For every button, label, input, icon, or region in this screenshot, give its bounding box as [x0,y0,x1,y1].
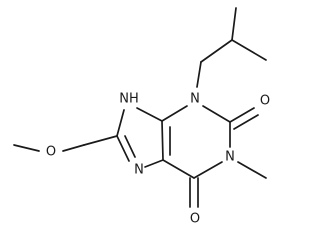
bond-ch-ch3b [231,39,267,61]
bond-c6-c5 [162,159,195,179]
atom-n9: NH [119,92,139,107]
bond-ch2-o [62,144,85,152]
atom-n7: N [134,163,144,178]
bond-n9-c8 [116,109,125,137]
bond-c4-n3 [161,105,188,122]
bond-c8-n7-b [124,135,136,158]
bond-c4-n9 [136,107,163,122]
bond-c8-ch2 [83,135,118,146]
bond-o-ch3 [13,144,40,152]
bond-ch-ch2 [200,39,233,63]
bond-c2-o2-a [229,107,255,123]
atom-n1: N [225,150,235,165]
atom-o-ether: O [46,145,56,160]
bonds [13,7,267,208]
bond-n1-c6 [193,161,223,179]
bond-n7-c5 [144,159,164,168]
atom-o6: O [190,212,200,227]
atom-o2: O [260,94,270,109]
bond-c2-o2-b [233,114,259,130]
atom-n3: N [190,92,200,107]
bond-ch2-n3 [196,61,202,88]
bond-c8-n7-a [116,135,130,162]
bond-n3-c2 [202,105,231,123]
chemical-structure: N N O O NH N O [13,7,270,227]
bond-c5-c4 [161,120,164,161]
bond-n1-ch3 [237,161,267,179]
atom-labels: N N O O NH N O [46,92,270,227]
bond-ch3a-ch [231,7,237,41]
